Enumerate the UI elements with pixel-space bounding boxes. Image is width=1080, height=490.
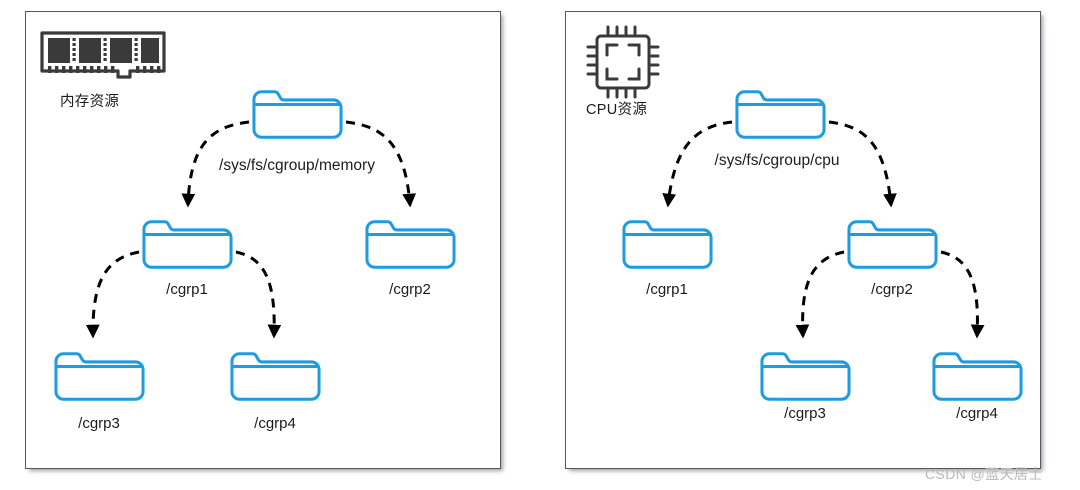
memory-resource-label: 内存资源 <box>60 94 120 110</box>
memory-cgrp1-label: /cgrp1 <box>166 281 208 298</box>
memory-root-path-label: /sys/fs/cgroup/memory <box>217 157 377 175</box>
cpu-cgrp2-label: /cgrp2 <box>871 281 913 298</box>
cpu-cgrp3-label: /cgrp3 <box>784 405 826 422</box>
panel-memory-resource <box>25 11 501 469</box>
memory-cgrp3-label: /cgrp3 <box>78 415 120 432</box>
cpu-resource-label: CPU资源 <box>586 102 648 118</box>
memory-cgrp4-label: /cgrp4 <box>254 415 296 432</box>
csdn-watermark: CSDN @蓝天居士 <box>925 466 1043 482</box>
cpu-cgrp1-label: /cgrp1 <box>646 281 688 298</box>
panel-cpu-resource <box>565 11 1041 469</box>
cpu-cgrp4-label: /cgrp4 <box>956 405 998 422</box>
memory-cgrp2-label: /cgrp2 <box>389 281 431 298</box>
cpu-root-path-label: /sys/fs/cgroup/cpu <box>712 152 842 170</box>
